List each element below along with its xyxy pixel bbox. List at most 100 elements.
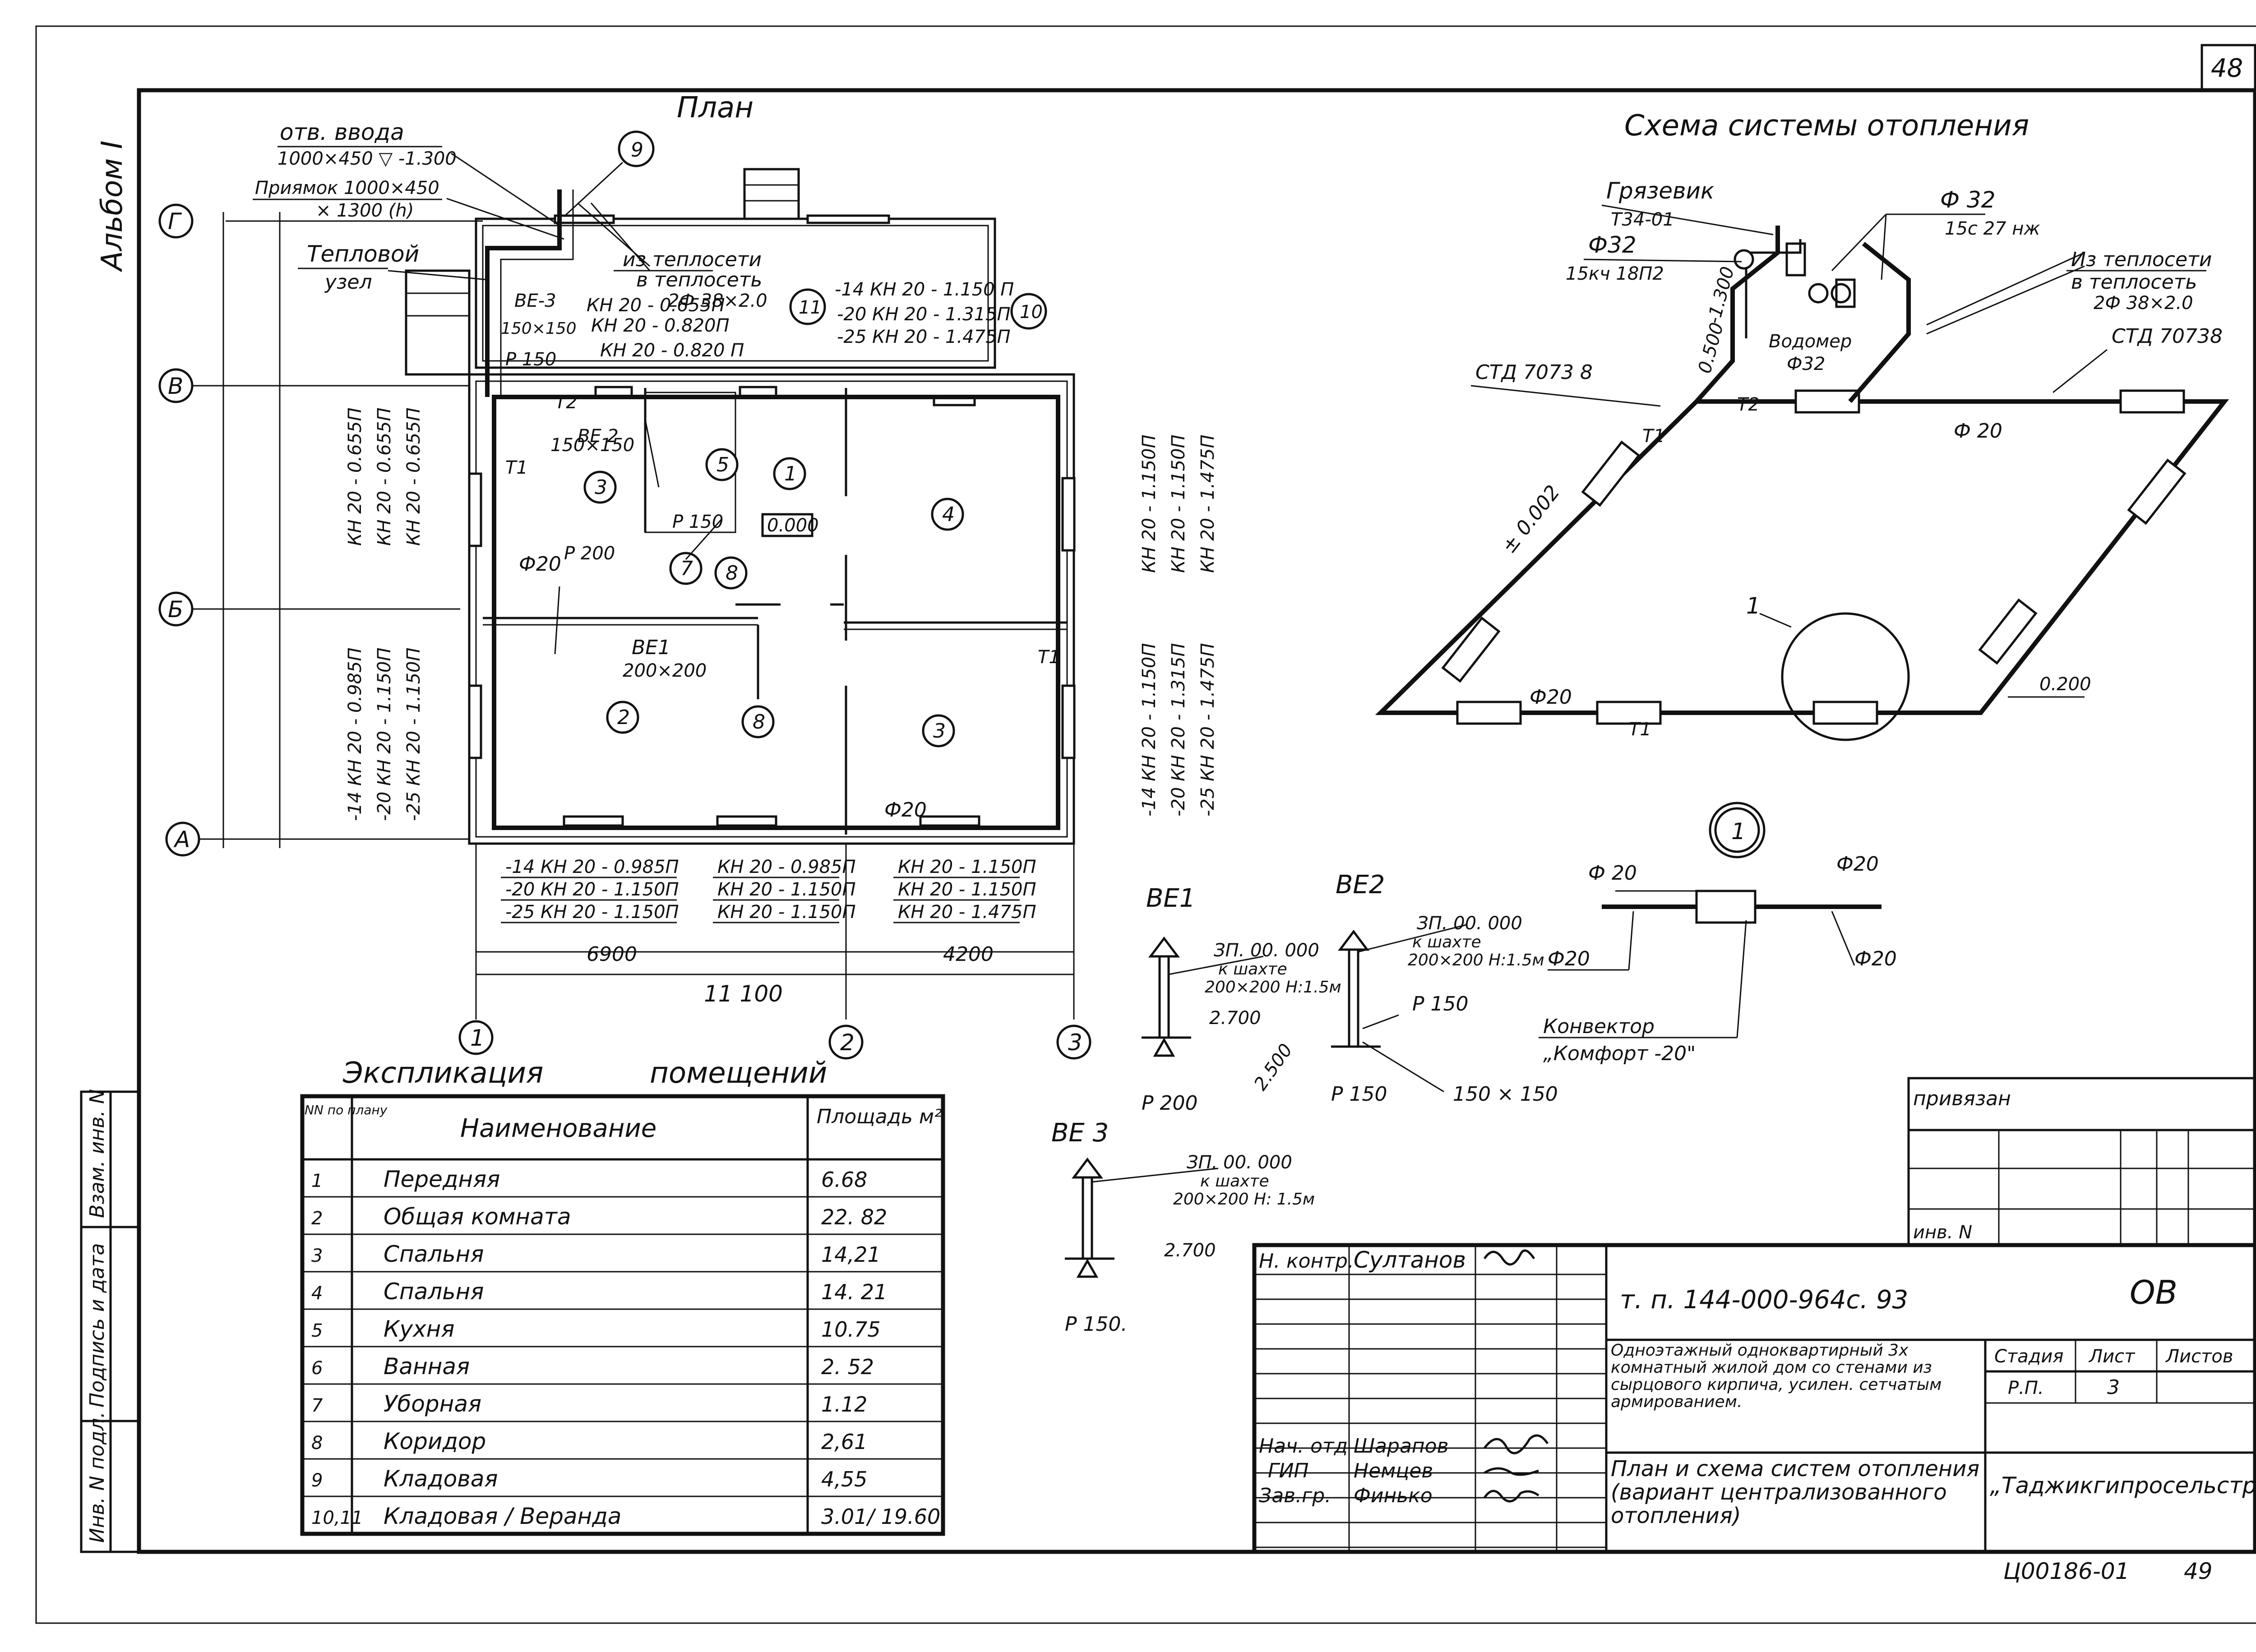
expl-cell-num: 2 xyxy=(311,1208,323,1229)
room-10: 10 xyxy=(1020,302,1043,323)
scheme-lvl-0200: 0.200 xyxy=(2039,674,2091,695)
lbl-be1: ВЕ1 xyxy=(632,636,670,659)
axis-b: Б xyxy=(168,596,183,623)
lbl-otv-vvoda: отв. ввода xyxy=(280,119,404,145)
expl-cell-num: 1 xyxy=(311,1171,323,1191)
lbl-bot-b3: КН 20 - 1.150П xyxy=(717,902,856,923)
axis-g: Г xyxy=(168,208,182,235)
shaft-be1: ВЕ1 ЗП. 00. 000 к шахте 200×200 Н:1.5м 2… xyxy=(1142,884,1341,1115)
expl-cell-name: Кладовая / Веранда xyxy=(384,1503,621,1529)
scheme-v-teploset: в теплосеть xyxy=(2071,271,2197,294)
lbl-teplovoy: Тепловой xyxy=(307,241,419,267)
sheet-number-box xyxy=(2201,44,2256,92)
tb-nkontr-name: Султанов xyxy=(1354,1247,1466,1273)
tb-zavgr-role: Зав.гр. xyxy=(1259,1484,1331,1507)
tb-stage-h: Стадия xyxy=(1994,1346,2063,1367)
detail-convector: Конвектор xyxy=(1543,1015,1655,1038)
detail-phi20-tl: Ф 20 xyxy=(1588,862,1637,885)
scheme-phi32c: Ф 32 xyxy=(1940,187,1996,213)
scheme-phi20-bot: Ф20 xyxy=(1530,686,1572,709)
tb-nachotd-name: Шарапов xyxy=(1354,1435,1449,1458)
lbl-t1-b: Т1 xyxy=(1038,647,1060,668)
stamp-signature-date: Подпись и дата xyxy=(86,1243,109,1407)
be1-code: ЗП. 00. 000 xyxy=(1214,940,1319,961)
expl-cell-name: Коридор xyxy=(384,1428,486,1454)
lbl-left-bot-2: -20 КН 20 - 1.150П xyxy=(374,647,395,821)
tb-nkontr-role: Н. контр. xyxy=(1259,1250,1354,1273)
privyazan-inv: инв. N xyxy=(1913,1222,1972,1243)
lbl-left-top-2: КН 20 - 0.655П xyxy=(374,407,395,546)
be3-title: ВЕ 3 xyxy=(1051,1118,1109,1148)
be2-text2: 200×200 Н:1.5м xyxy=(1408,951,1544,969)
lbl-kn-a3: КН 20 - 0.820 П xyxy=(600,340,744,361)
expl-cell-area: 10.75 xyxy=(821,1317,881,1342)
inner-frame xyxy=(137,88,2256,1554)
detail-phi20-tr: Ф20 xyxy=(1836,853,1879,876)
privyazan-block: привязан инв. N xyxy=(1907,1077,2256,1246)
expl-cell-area: 1.12 xyxy=(821,1392,867,1417)
lbl-be2-size: 150×150 xyxy=(550,435,634,456)
room-11: 11 xyxy=(799,297,822,318)
sheet-number: 48 xyxy=(2211,54,2243,83)
lbl-t2-a: Т2 xyxy=(555,392,578,413)
axis-2: 2 xyxy=(840,1029,855,1056)
scheme-pipe-2f: 2Ф 38×2.0 xyxy=(2094,293,2193,314)
expl-title-right: помещений xyxy=(650,1057,827,1090)
lbl-phi20-b: Ф20 xyxy=(884,798,927,821)
expl-cell-num: 9 xyxy=(311,1470,323,1491)
tb-list: 3 xyxy=(2107,1376,2120,1399)
room-8: 8 xyxy=(726,562,738,585)
expl-h-name: Наименование xyxy=(460,1114,656,1143)
scheme-loop xyxy=(1375,399,2229,715)
detail-phi20-br: Ф20 xyxy=(1854,947,1897,970)
stamp-vzam-inv: Взам. инв. N xyxy=(86,1089,109,1218)
plan-title: План xyxy=(677,91,754,125)
detail-phi20-bl: Ф20 xyxy=(1548,947,1590,970)
room-4: 4 xyxy=(942,503,955,526)
expl-cell-area: 14. 21 xyxy=(821,1280,887,1304)
lbl-bot-b1: КН 20 - 0.985П xyxy=(717,857,856,877)
expl-cell-name: Спальня xyxy=(384,1278,484,1305)
room-7: 7 xyxy=(680,557,693,580)
house-outline xyxy=(468,373,1075,845)
tb-gip-name: Немцев xyxy=(1354,1459,1433,1482)
expl-cell-name: Кладовая xyxy=(384,1466,498,1492)
detail-number: 1 xyxy=(1731,818,1746,844)
signature-nemtsev xyxy=(1484,1467,1539,1476)
tb-description: Одноэтажный одноквартирный 3х комнатный … xyxy=(1611,1342,1942,1411)
convector-detail: 1 Ф 20 Ф20 Ф20 Ф20 Конвектор „Комфорт -2… xyxy=(1539,802,1897,1065)
scheme-callout-circle xyxy=(1781,612,1910,741)
room-9: 9 xyxy=(631,138,643,162)
lbl-pipe-2f: 2Ф 38×2.0 xyxy=(668,291,767,311)
room-2: 2 xyxy=(617,706,630,729)
floor-plan: План Г В Б А 1 2 3 11 100 6900 4200 xyxy=(158,91,1218,1060)
expl-cell-area: 2. 52 xyxy=(821,1355,874,1379)
scheme-phi32a: Ф32 xyxy=(1588,232,1637,258)
lbl-left-bot-1: -14 КН 20 - 0.985П xyxy=(345,647,365,821)
axis-v: В xyxy=(168,373,183,399)
lbl-right-top-2: КН 20 - 1.150П xyxy=(1168,434,1189,573)
room-3: 3 xyxy=(933,720,946,743)
be3-bottom: Р 150. xyxy=(1065,1313,1128,1336)
be3-level: 2.700 xyxy=(1164,1240,1216,1261)
lbl-bot-b2: КН 20 - 1.150П xyxy=(717,879,856,900)
be2-text1: к шахте xyxy=(1412,933,1481,951)
lbl-be3-size: 150×150 xyxy=(501,319,577,338)
lbl-uzel: узел xyxy=(324,271,372,294)
lbl-otv-vvoda-size: 1000×450 ▽ -1.300 xyxy=(277,148,457,169)
tb-gip-role: ГИП xyxy=(1268,1459,1309,1482)
expl-cell-num: 7 xyxy=(311,1395,323,1416)
lbl-veranda-1: -14 КН 20 - 1.150 П xyxy=(835,279,1014,300)
dim-total: 11 100 xyxy=(704,981,783,1007)
be3-text1: к шахте xyxy=(1200,1172,1269,1191)
lbl-left-bot-3: -25 КН 20 - 1.150П xyxy=(403,647,424,821)
tb-stage: Р.П. xyxy=(2008,1378,2044,1398)
scheme-valve: 15с 27 нж xyxy=(1945,218,2040,239)
lbl-p200: Р 200 xyxy=(564,543,615,564)
veranda-outline xyxy=(475,217,996,369)
lbl-left-top-3: КН 20 - 0.655П xyxy=(403,407,424,546)
be1-level: 2.700 xyxy=(1209,1008,1261,1029)
expl-cell-area: 6.68 xyxy=(821,1167,867,1192)
tb-zavgr-name: Финько xyxy=(1354,1484,1433,1507)
